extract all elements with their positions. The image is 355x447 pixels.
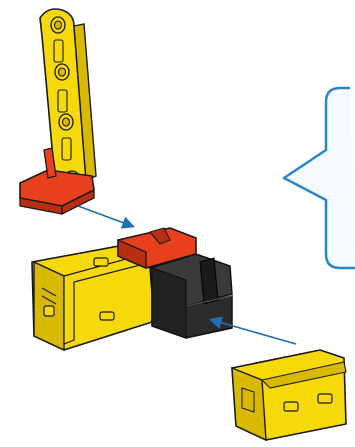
yellow-bracket-right [232,350,346,440]
callout-bubble [284,88,355,268]
arrow-bracket-to-block [212,320,296,344]
black-block [150,254,232,338]
arrow-base-to-block [78,206,132,226]
